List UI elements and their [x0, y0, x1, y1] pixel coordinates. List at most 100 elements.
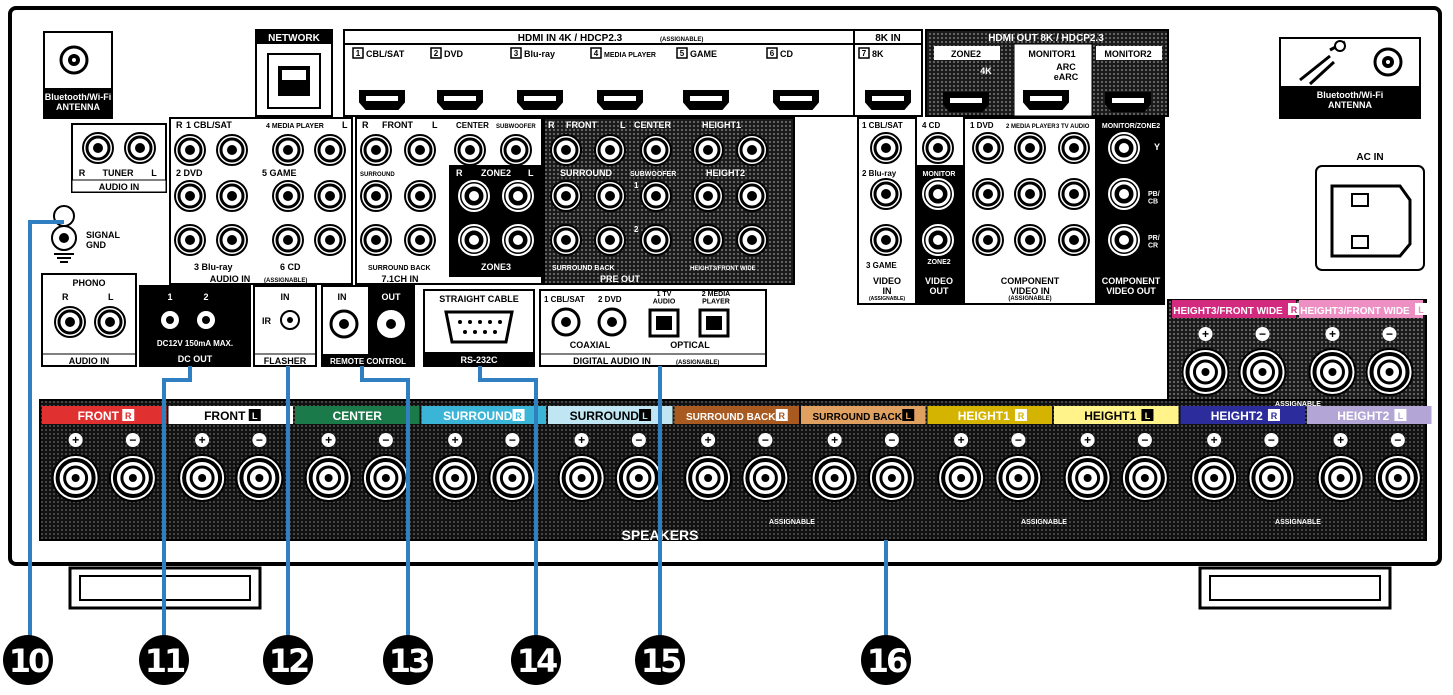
hdmi-in-num-6: 6 — [770, 49, 775, 58]
svg-text:+: + — [452, 433, 459, 447]
audio-in-jack-4 — [314, 134, 346, 166]
component-out-jack-3 — [1108, 224, 1140, 256]
height3-terminal-plus-1 — [1181, 348, 1230, 396]
preout-height-wide: HEIGHT3/FRONT WIDE — [690, 266, 756, 272]
audio-in-6: 6 CD — [280, 262, 301, 272]
assignable-label-1: ASSIGNABLE — [769, 519, 815, 526]
height3-label-1: HEIGHT3/FRONT WIDE — [1173, 306, 1283, 317]
digital-coaxial: COAXIAL — [570, 340, 611, 350]
assignable-label-2: ASSIGNABLE — [1021, 519, 1067, 526]
hdmi-in-num-box-4 — [590, 47, 602, 59]
height3-plus-1: + — [1198, 327, 1213, 341]
hdmi-in-port-6 — [773, 90, 819, 110]
preout-jack-2 — [594, 134, 626, 166]
hdmi-in-port-4 — [597, 90, 643, 110]
component-in-1: 1 DVD — [970, 121, 994, 130]
preout-jack-10 — [736, 180, 768, 212]
digital-cbl: 1 CBL/SAT — [544, 295, 585, 304]
preout-jack-14 — [692, 224, 724, 256]
callout-line-10 — [28, 220, 64, 636]
svg-text:−: − — [635, 433, 642, 447]
rs232-panel: STRAIGHT CABLE RS-232C — [423, 289, 535, 367]
component-out-jack-1 — [1108, 132, 1140, 164]
speaker-3: CENTER+− — [295, 406, 420, 502]
speaker-minus-8: − — [1011, 433, 1026, 447]
component-in-2: 2 MEDIA PLAYER — [1006, 124, 1056, 130]
speaker-plus-9: + — [1080, 433, 1095, 447]
speaker-side-11: L — [1398, 411, 1404, 421]
dc-out-section: DC OUT — [178, 354, 213, 364]
hdmi-in-num-1: 1 — [356, 49, 361, 58]
component-out-y: Y — [1154, 142, 1160, 152]
component-in-jack-1 — [972, 132, 1004, 164]
speaker-terminal-plus-2 — [178, 454, 227, 502]
speaker-label-bar-3 — [295, 406, 420, 424]
remote-section: REMOTE CONTROL — [330, 357, 406, 366]
dc-out-spec: DC12V 150mA MAX. — [157, 339, 233, 348]
speaker-minus-1: − — [125, 433, 140, 447]
ch71-jack-5 — [360, 180, 392, 212]
height3-side-box-1 — [1288, 303, 1300, 315]
ch71-surround: SURROUND — [360, 172, 395, 178]
audio-in-4: 4 MEDIA PLAYER — [266, 123, 324, 130]
tuner-section: AUDIO IN — [99, 182, 140, 192]
component-out-pb: PB/CB — [1148, 191, 1160, 206]
speaker-plus-7: + — [827, 433, 842, 447]
hdmi-out-arc: ARC — [1056, 62, 1076, 72]
speaker-plus-10: + — [1207, 433, 1222, 447]
audio-in-l: L — [342, 120, 348, 130]
ch71-surround-back: SURROUND BACK — [368, 265, 431, 272]
hdmi-out-monitor1: MONITOR1 — [1028, 49, 1075, 59]
callout-number-15: 15 — [641, 642, 681, 680]
component-in-3: 3 TV AUDIO — [1056, 124, 1090, 130]
zone-zone2: ZONE2 — [481, 168, 511, 178]
rs232-label: STRAIGHT CABLE — [439, 294, 519, 304]
svg-text:−: − — [1268, 433, 1275, 447]
callout-number-13: 13 — [389, 642, 428, 680]
speaker-terminal-plus-11 — [1316, 454, 1365, 502]
speaker-terminal-minus-5 — [614, 454, 663, 502]
preout-jack-1 — [550, 134, 582, 166]
speaker-side-5: L — [642, 411, 648, 421]
speaker-terminal-minus-9 — [1120, 454, 1169, 502]
speaker-minus-3: − — [378, 433, 393, 447]
audio-in-section: AUDIO IN — [210, 274, 251, 284]
speaker-terminal-minus-10 — [1247, 454, 1296, 502]
hdmi-out-title: HDMI OUT 8K / HDCP2.3 — [988, 33, 1104, 44]
phono-label: PHONO — [72, 278, 105, 288]
speaker-minus-7: − — [884, 433, 899, 447]
callout-15: 15 — [635, 635, 685, 685]
audio-in-jack-3 — [272, 134, 304, 166]
video-out-monitor: MONITOR — [923, 171, 956, 178]
svg-text:−: − — [256, 433, 263, 447]
preout-height2: HEIGHT2 — [706, 168, 745, 178]
hdmi-in-port-3 — [517, 90, 563, 110]
video-in-3: 3 GAME — [866, 261, 897, 270]
tuner-jack-r — [82, 132, 114, 164]
audio-in-3: 3 Blu-ray — [194, 262, 233, 272]
network-port: NETWORK — [255, 29, 333, 117]
ch71-center: CENTER — [456, 121, 489, 130]
speaker-side-box-1 — [122, 409, 135, 421]
hdmi-out-4k: 4K — [980, 66, 992, 76]
assignable-label-4: ASSIGNABLE — [1275, 401, 1321, 408]
digital-section: DIGITAL AUDIO IN — [573, 356, 651, 366]
digital-optical: OPTICAL — [670, 340, 710, 350]
speaker-side-7: L — [906, 411, 912, 421]
height3-minus-2: − — [1382, 327, 1397, 341]
svg-text:+: + — [199, 433, 206, 447]
speaker-terminal-minus-1 — [108, 454, 157, 502]
hdmi-in-label-1: CBL/SAT — [366, 49, 405, 59]
audio-in-jack-2 — [216, 134, 248, 166]
hdmi-in-label-5: GAME — [690, 49, 717, 59]
ch71-subwoofer: SUBWOOFER — [496, 124, 536, 130]
hdmi-in-port-7 — [865, 90, 911, 110]
